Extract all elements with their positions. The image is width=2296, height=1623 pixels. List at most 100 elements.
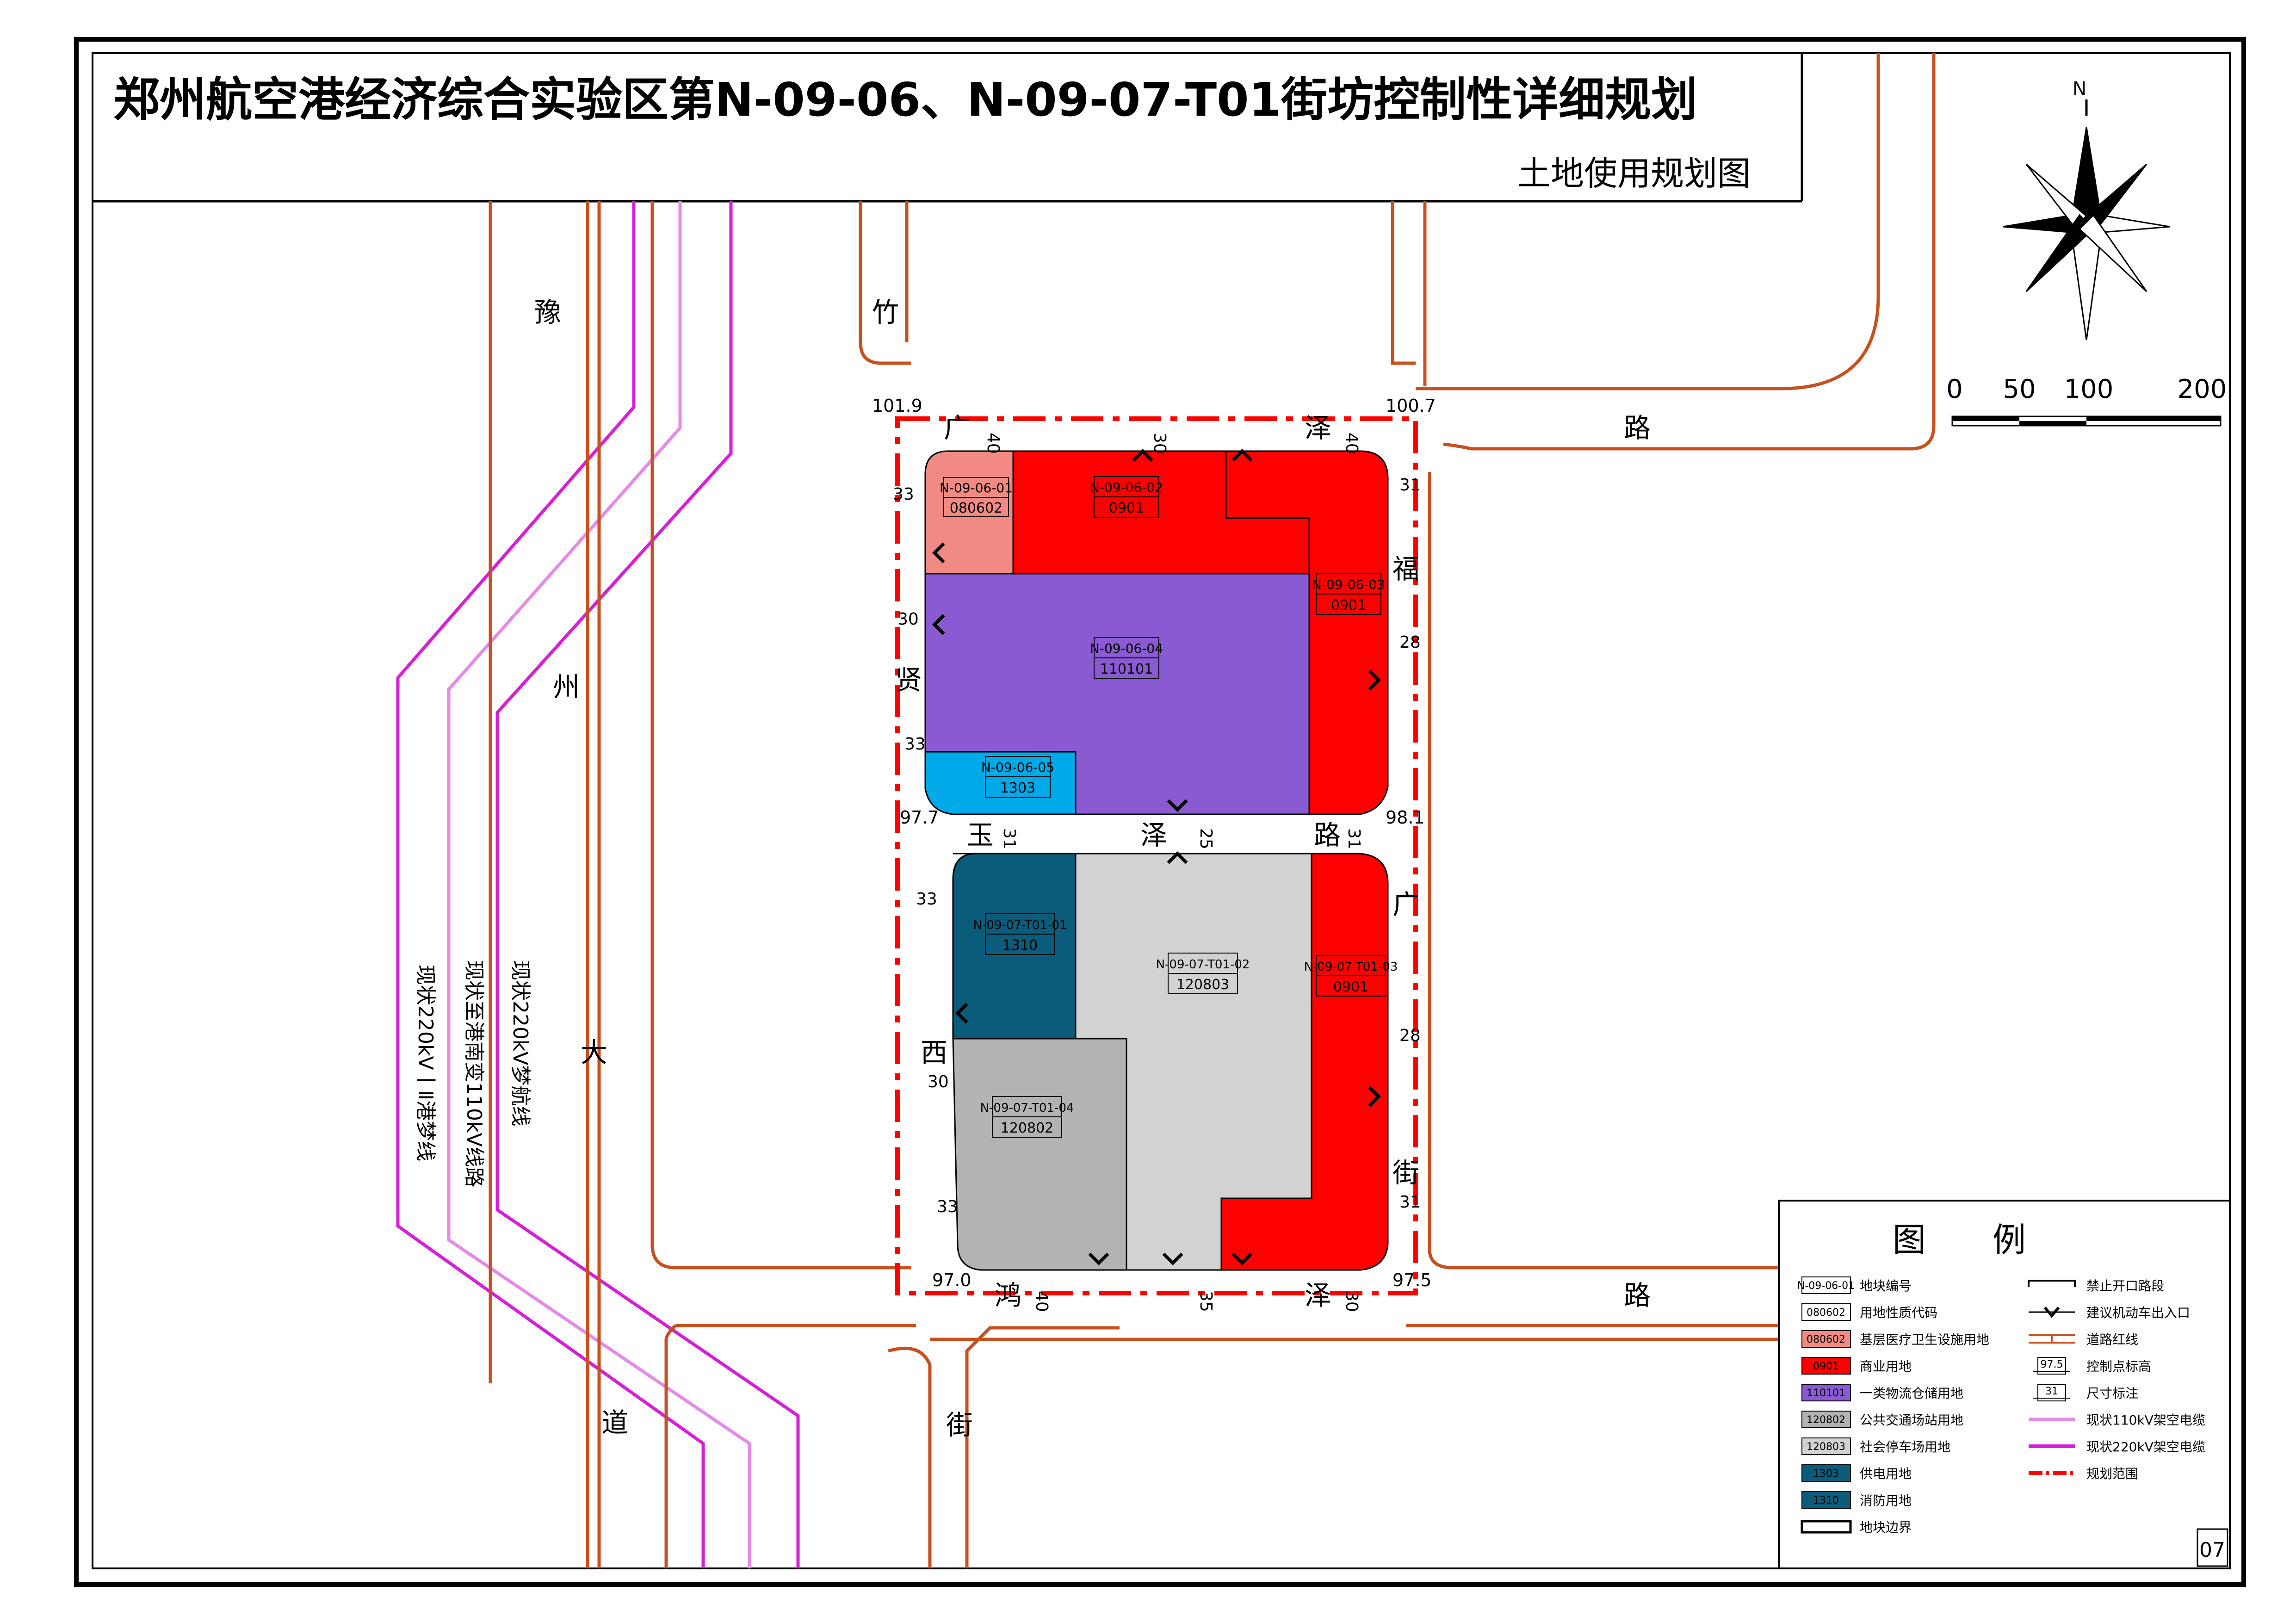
road-label-zhu: 竹 — [872, 297, 899, 328]
map-subtitle: 土地使用规划图 — [1517, 154, 1751, 193]
parcel-id: N-09-06-04 — [1090, 641, 1163, 656]
scale-label: 100 — [2064, 374, 2114, 404]
scale-label: 200 — [2178, 374, 2227, 404]
entrance-chevron-icon — [1167, 799, 1188, 812]
road-label-guangze-lu: 路 — [1624, 412, 1651, 444]
south-block — [952, 853, 1389, 1271]
parcel-id: N-09-06-03 — [1312, 577, 1385, 592]
zhuze-road-west — [859, 201, 911, 365]
legend-label: 建议机动车出入口 — [2086, 1305, 2190, 1320]
road-label-guangfu-guang: 广 — [1392, 889, 1419, 920]
parcel-label-n-09-07-t01-02: N-09-07-T01-02 120803 — [1156, 953, 1250, 994]
parcel-id: N-09-07-T01-03 — [1304, 960, 1398, 974]
parcel-id: N-09-06-02 — [1090, 480, 1163, 495]
guangze-road-north-edge — [1416, 53, 1880, 390]
dimension-label: 33 — [904, 735, 926, 754]
legend-swatch — [1801, 1411, 1851, 1428]
legend-swatch-text: 120802 — [1807, 1414, 1845, 1426]
elevation-label: 98.1 — [1386, 807, 1425, 828]
legend-label: 供电用地 — [1860, 1466, 1912, 1481]
power-lines — [396, 201, 800, 1568]
legend-swatch — [1801, 1437, 1851, 1455]
legend-label: 尺寸标注 — [2086, 1386, 2138, 1401]
legend-swatch-text: 120803 — [1807, 1441, 1845, 1453]
dimension-label: 40 — [1032, 1291, 1051, 1312]
parcel-n-09-07-t01-03 — [1220, 853, 1389, 1271]
legend-item: 规划范围 — [2029, 1466, 2138, 1481]
dimension-label: 25 — [1196, 828, 1215, 849]
parcel-label-n-09-06-05: N-09-06-05 1303 — [981, 756, 1054, 798]
parcel-code: 0901 — [1333, 979, 1368, 995]
parcel-code: 0901 — [1109, 500, 1144, 516]
legend-item: 120803 社会停车场用地 — [1801, 1437, 1950, 1455]
vehicle-entrances — [932, 449, 1381, 1265]
parcel-label-n-09-07-t01-01: N-09-07-T01-01 1310 — [973, 913, 1067, 955]
legend-swatch — [1801, 1357, 1851, 1375]
road-label-hongze-lu: 路 — [1624, 1280, 1651, 1311]
elevation-label: 101.9 — [872, 396, 922, 416]
power-line-220kv-gangmeng — [396, 201, 705, 1568]
power-line-220kv-menghang — [495, 201, 800, 1568]
legend-swatch-text: 1303 — [1813, 1468, 1839, 1480]
guangze-road-south-edge — [1443, 53, 1936, 451]
hongze-road-west-3 — [965, 1326, 1120, 1568]
legend-swatch-text: 1310 — [1813, 1495, 1839, 1506]
dimension-labels: 40 30 40 33 31 30 28 33 31 25 31 33 28 3… — [893, 433, 1421, 1312]
dimension-label: 33 — [937, 1197, 958, 1216]
dimension-label: 40 — [984, 433, 1003, 454]
legend-label: 公共交通场站用地 — [1860, 1412, 1963, 1428]
entrance-chevron-icon — [1132, 449, 1153, 462]
parcel-label-n-09-06-03: N-09-06-03 0901 — [1312, 573, 1385, 615]
scale-label: 0 — [1946, 374, 1963, 404]
road-label-guangze-ze: 泽 — [1305, 412, 1331, 444]
legend-swatch-text: 97.5 — [2041, 1359, 2063, 1370]
entrance-chevron-icon — [932, 614, 945, 635]
legend-swatch — [1801, 1491, 1851, 1509]
road-red-lines — [489, 53, 1936, 1568]
entrance-chevron-icon — [1167, 851, 1188, 864]
legend-label: 现状110kV架空电缆 — [2086, 1412, 2205, 1428]
dimension-label: 28 — [1399, 633, 1421, 652]
legend-label: 社会停车场用地 — [1860, 1439, 1950, 1455]
dimension-label: 33 — [916, 890, 937, 909]
map-title: 郑州航空港经济综合实验区第N-09-06、N-09-07-T01街坊控制性详细规… — [113, 73, 1697, 127]
road-label-xian: 贤 — [895, 664, 922, 696]
legend-swatch-text: 080602 — [1807, 1334, 1845, 1345]
dimension-label: 40 — [1342, 433, 1361, 454]
road-label-fu: 福 — [1392, 553, 1419, 585]
parcel-id: N-09-06-01 — [940, 480, 1013, 496]
legend-label: 道路红线 — [2086, 1332, 2138, 1347]
entrance-chevron-icon — [1368, 1086, 1381, 1107]
road-label-hongze-ze: 泽 — [1305, 1280, 1331, 1311]
legend-label: 用地性质代码 — [1860, 1305, 1937, 1320]
legend-item: 120802 公共交通场站用地 — [1801, 1411, 1963, 1428]
legend-item: 现状110kV架空电缆 — [2029, 1412, 2205, 1428]
legend-label: 地块边界 — [1860, 1520, 1912, 1535]
road-label-guang: 广 — [944, 412, 971, 444]
north-block — [924, 450, 1389, 815]
scale-label: 50 — [2003, 374, 2036, 404]
elevation-labels: 101.9 100.7 97.7 98.1 97.0 97.5 — [872, 396, 1436, 1290]
elevation-label: 97.0 — [932, 1270, 972, 1290]
entrance-chevron-icon — [2043, 1307, 2060, 1318]
legend-item: 现状220kV架空电缆 — [2029, 1439, 2205, 1455]
parcel-n-09-06-05 — [924, 751, 1077, 815]
legend-label: 禁止开口路段 — [2086, 1278, 2164, 1294]
legend-label: 一类物流仓储用地 — [1860, 1386, 1963, 1401]
parcel-n-09-06-03 — [1225, 450, 1389, 815]
legend-item: 禁止开口路段 — [2028, 1278, 2164, 1294]
parcel-n-09-07-t01-04 — [952, 1038, 1127, 1271]
legend-item: 1303 供电用地 — [1801, 1464, 1912, 1482]
road-label-yu: 豫 — [534, 297, 561, 328]
road-label-yuze-lu: 路 — [1314, 819, 1341, 851]
legend-swatch — [1801, 1303, 1851, 1321]
north-label: N — [2073, 78, 2086, 99]
